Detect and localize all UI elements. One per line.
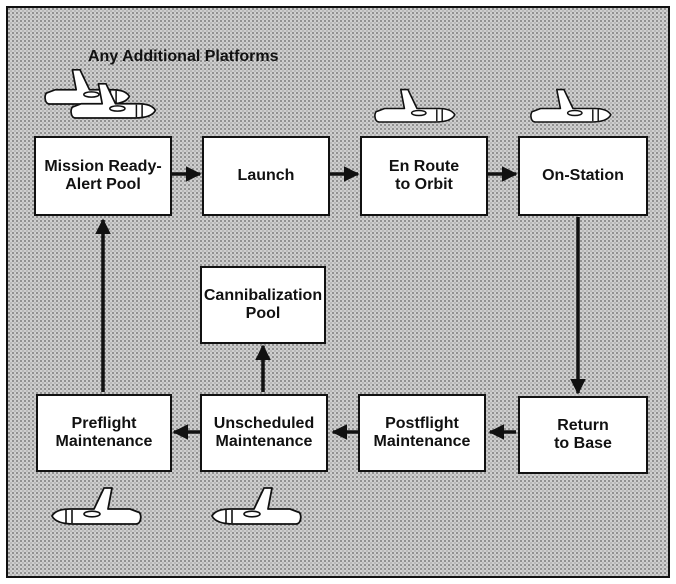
aircraft-icon: [211, 487, 302, 525]
en-route-box: En Route to Orbit: [360, 136, 488, 216]
preflight-label: Preflight Maintenance: [55, 414, 153, 450]
launch-box: Launch: [202, 136, 330, 216]
postflight-label: Postflight Maintenance: [373, 414, 471, 450]
launch-label: Launch: [237, 166, 295, 184]
postflight-box: Postflight Maintenance: [358, 394, 486, 472]
aircraft-icon: [44, 68, 131, 105]
en-route-label: En Route to Orbit: [388, 157, 460, 193]
aircraft-icon: [374, 88, 456, 123]
preflight-box: Preflight Maintenance: [36, 394, 172, 472]
mission-ready-box: Mission Ready- Alert Pool: [34, 136, 172, 216]
additional-platforms-caption: Any Additional Platforms: [88, 48, 279, 65]
cannibalization-label: Cannibalization Pool: [203, 286, 323, 322]
on-station-box: On-Station: [518, 136, 648, 216]
aircraft-icon: [530, 88, 612, 123]
mission-ready-label: Mission Ready- Alert Pool: [44, 157, 162, 193]
return-base-label: Return to Base: [554, 416, 612, 452]
cannibalization-box: Cannibalization Pool: [200, 266, 326, 344]
aircraft-icon: [51, 487, 142, 525]
on-station-label: On-Station: [542, 166, 624, 184]
unscheduled-box: Unscheduled Maintenance: [200, 394, 328, 472]
return-base-box: Return to Base: [518, 396, 648, 474]
unscheduled-label: Unscheduled Maintenance: [213, 414, 315, 450]
